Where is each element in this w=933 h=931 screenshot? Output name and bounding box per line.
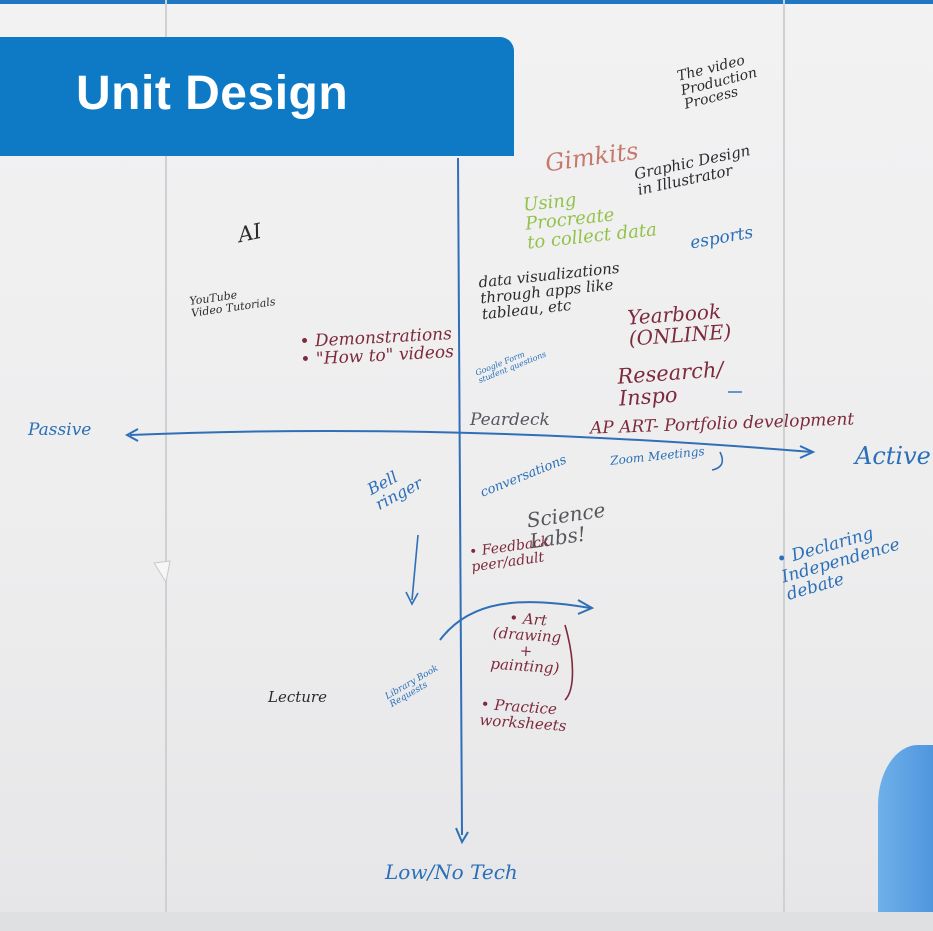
top-edge-strip xyxy=(0,0,933,4)
axis-label-low-no-tech: Low/No Tech xyxy=(385,860,518,884)
axis-label-active: Active xyxy=(855,442,931,470)
note-practice-worksheets: • Practice worksheets xyxy=(478,695,568,735)
note-art: • Art (drawing + painting) xyxy=(489,608,562,678)
horizontal-axis-left-arrow xyxy=(124,428,139,442)
art-curve-arrowhead xyxy=(577,599,595,615)
panel-seam-left xyxy=(165,0,167,931)
note-ai: AI xyxy=(235,218,264,248)
horizontal-axis-right-arrow xyxy=(799,445,816,459)
axis-label-passive: Passive xyxy=(28,420,92,440)
banner-title: Unit Design xyxy=(76,67,349,120)
bell-ringer-arrowhead xyxy=(405,591,419,606)
bell-ringer-arrow xyxy=(411,534,419,601)
zoom-mark xyxy=(711,451,724,471)
note-peardeck: Peardeck xyxy=(470,410,550,430)
note-yearbook: Yearbook (ONLINE) xyxy=(626,299,733,351)
art-brace xyxy=(564,624,574,701)
blue-chair xyxy=(878,745,933,931)
title-banner xyxy=(0,37,514,156)
vertical-axis-line xyxy=(457,157,463,836)
panel-seam-right xyxy=(783,0,785,931)
note-research: Research/ Inspo xyxy=(616,357,725,411)
whiteboard-magnet xyxy=(153,560,171,584)
note-lecture: Lecture xyxy=(268,688,327,706)
art-curve-arrow xyxy=(439,601,591,641)
vertical-axis-down-arrow xyxy=(455,827,469,845)
whiteboard-tray xyxy=(0,912,933,931)
horizontal-axis-line xyxy=(129,429,813,453)
